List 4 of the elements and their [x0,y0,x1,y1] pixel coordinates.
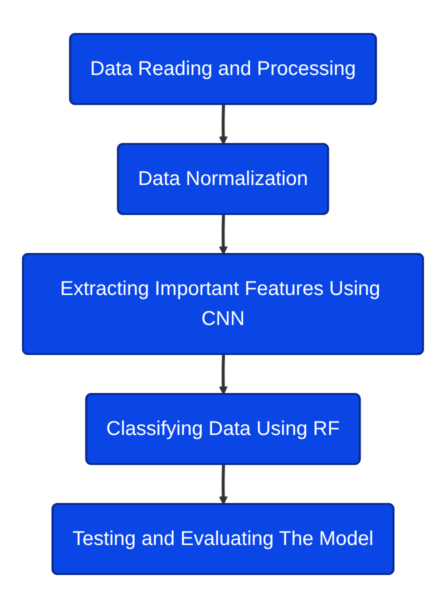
arrow [218,104,228,145]
arrow [218,464,228,505]
arrow [218,214,228,255]
arrow [218,354,228,395]
